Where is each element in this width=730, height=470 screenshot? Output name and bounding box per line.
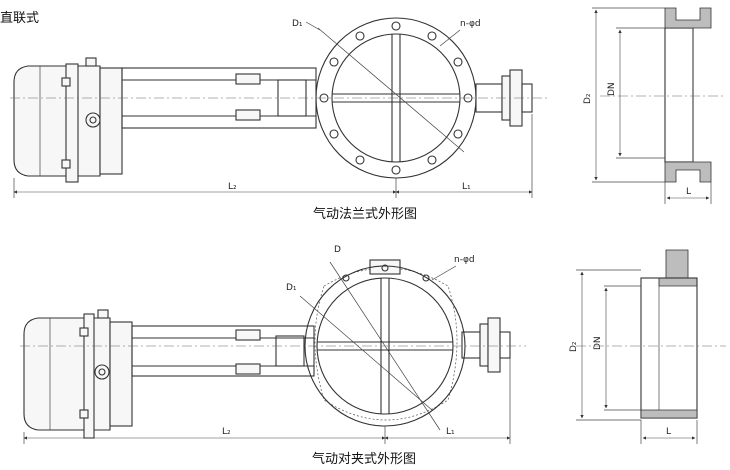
top-side-label-l: L <box>686 187 691 197</box>
bottom-side-label-l: L <box>666 427 671 437</box>
bottom-wafer-body <box>299 259 466 431</box>
top-caption: 气动法兰式外形图 <box>313 206 417 222</box>
bottom-front-view <box>20 259 526 444</box>
bottom-label-d1: D₁ <box>286 283 297 293</box>
top-label-holes: n-φd <box>460 19 481 29</box>
top-bolt-holes <box>319 21 473 175</box>
bottom-actuator <box>23 309 133 439</box>
top-side-label-d2: D₂ <box>583 93 593 104</box>
bottom-side-label-dn: DN <box>593 336 603 350</box>
top-label-l1: L₁ <box>462 182 471 192</box>
bottom-label-l2: L₂ <box>222 427 231 437</box>
top-side-label-dn: DN <box>607 82 617 96</box>
top-label-d1: D₁ <box>292 19 303 29</box>
top-label-l2: L₂ <box>228 182 237 192</box>
bottom-label-holes: n-φd <box>454 255 475 265</box>
bottom-side-view <box>576 249 726 444</box>
top-side-view <box>592 7 726 204</box>
page-header: 直联式 <box>0 11 39 26</box>
top-front-view <box>10 17 548 198</box>
bottom-label-l1: L₁ <box>446 427 455 437</box>
bottom-caption: 气动对夹式外形图 <box>312 451 416 467</box>
bottom-label-d: D <box>334 245 341 255</box>
bottom-side-label-d2: D₂ <box>569 341 579 352</box>
bottom-shaft-end <box>461 317 511 373</box>
top-actuator <box>13 57 123 183</box>
bottom-yoke <box>131 325 315 377</box>
